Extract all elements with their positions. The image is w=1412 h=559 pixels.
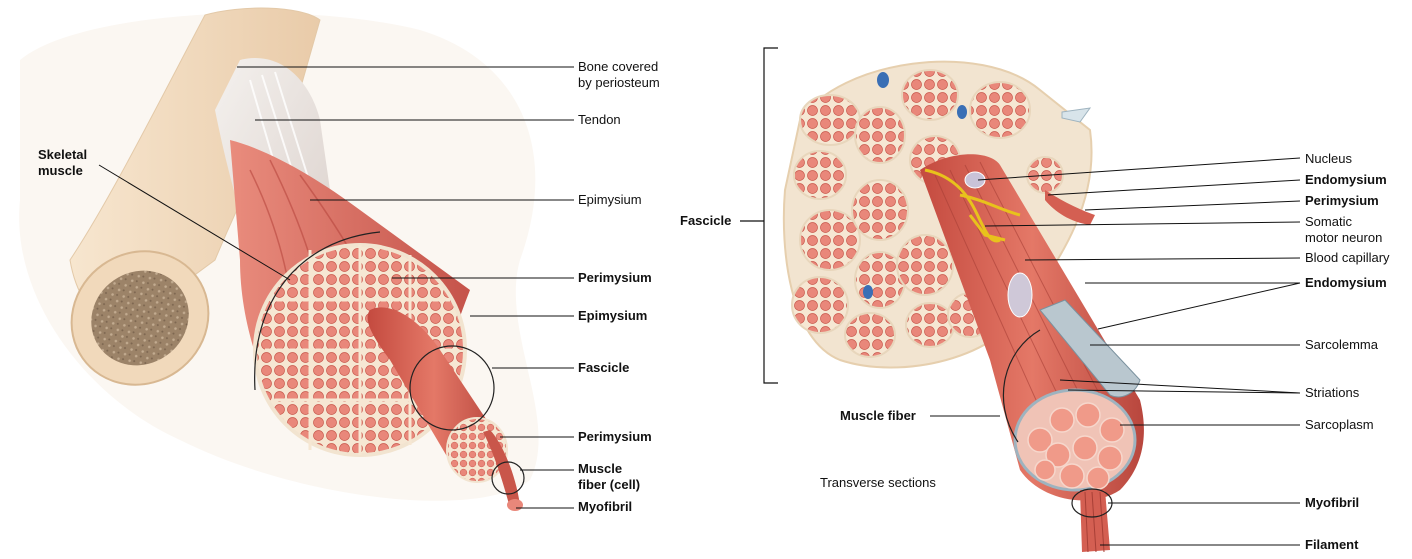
label-somatic-motor-neuron: Somatic motor neuron: [1305, 214, 1382, 246]
label-perimysium-2: Perimysium: [578, 429, 652, 445]
label-epimysium-top: Epimysium: [578, 192, 642, 208]
label-striations: Striations: [1305, 385, 1359, 401]
label-endomysium-1: Endomysium: [1305, 172, 1387, 188]
label-perimysium-1: Perimysium: [578, 270, 652, 286]
label-sarcoplasm: Sarcoplasm: [1305, 417, 1374, 433]
label-skeletal-muscle: Skeletal muscle: [38, 147, 87, 179]
label-muscle-fiber-cell: Muscle fiber (cell): [578, 461, 640, 493]
label-epimysium-2: Epimysium: [578, 308, 647, 324]
left-panel-art: [19, 8, 538, 511]
label-sarcolemma: Sarcolemma: [1305, 337, 1378, 353]
fascicle-bracket: [740, 48, 778, 383]
label-muscle-fiber-right: Muscle fiber: [840, 408, 916, 424]
label-perimysium-right: Perimysium: [1305, 193, 1379, 209]
label-fascicle-left: Fascicle: [578, 360, 629, 376]
label-fascicle-right: Fascicle: [680, 213, 731, 229]
label-tendon: Tendon: [578, 112, 621, 128]
label-transverse-sections: Transverse sections: [820, 475, 936, 491]
label-myofibril-right: Myofibril: [1305, 495, 1359, 511]
right-panel-art: [740, 48, 1144, 552]
label-myofibril-left: Myofibril: [578, 499, 632, 515]
label-nucleus: Nucleus: [1305, 151, 1352, 167]
label-endomysium-2: Endomysium: [1305, 275, 1387, 291]
label-blood-capillary: Blood capillary: [1305, 250, 1390, 266]
label-filament: Filament: [1305, 537, 1358, 553]
label-bone-periosteum: Bone covered by periosteum: [578, 59, 660, 91]
